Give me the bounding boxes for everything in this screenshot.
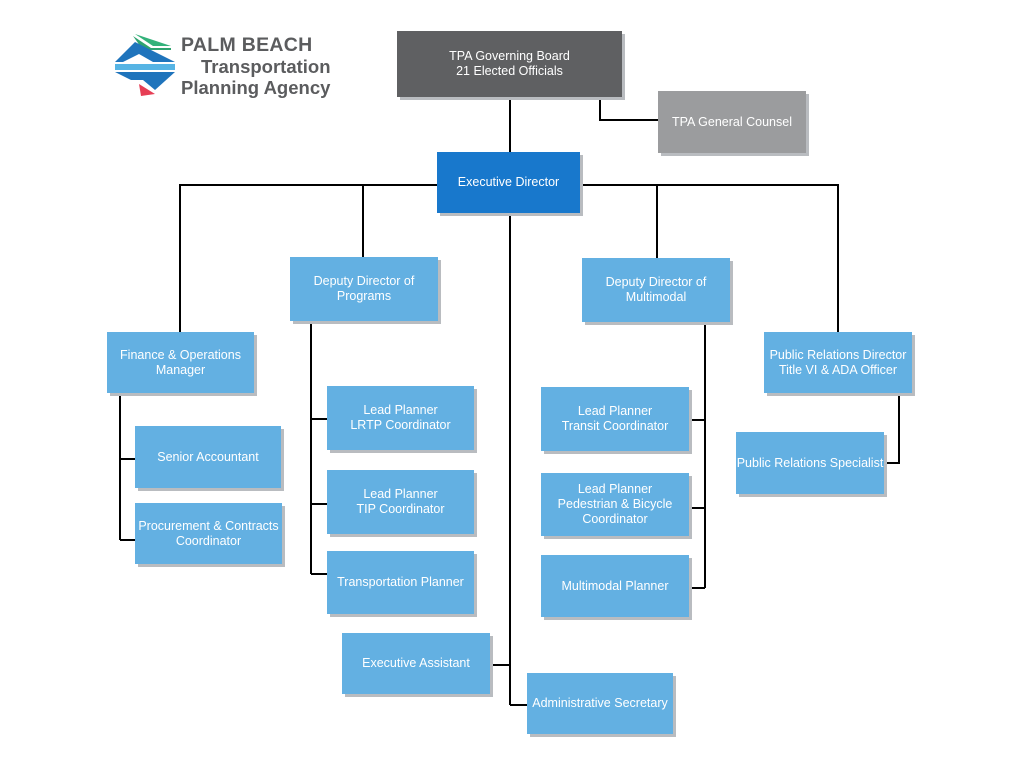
box-label-line: TIP Coordinator xyxy=(356,502,445,516)
box-label-line: Deputy Director of xyxy=(605,275,707,289)
box-label-line: Multimodal Planner xyxy=(561,578,669,593)
box-label-line: Administrative Secretary xyxy=(532,696,668,710)
logo-subtitle-1: Transportation xyxy=(201,56,331,77)
box-label-line: Programs xyxy=(336,289,392,303)
logo-subtitle-2: Planning Agency xyxy=(181,77,331,98)
administrative-secretary-box[interactable]: Administrative Secretary xyxy=(527,673,673,734)
box-label-line: Deputy Director of xyxy=(313,274,415,288)
deputy-director-programs-box[interactable]: Deputy Director of Programs xyxy=(290,257,438,321)
box-label-line: Coordinator xyxy=(582,512,648,526)
lead-planner-ped-bike-box[interactable]: Lead Planner Pedestrian & Bicycle Coordi… xyxy=(541,473,689,536)
senior-accountant-box[interactable]: Senior Accountant xyxy=(135,426,281,488)
box-label-line: Lead Planner xyxy=(363,487,438,501)
box-label-line: TPA General Counsel xyxy=(672,114,792,129)
deputy-director-multimodal-box[interactable]: Deputy Director of Multimodal xyxy=(582,258,730,322)
box-label-line: Finance & Operations xyxy=(120,347,241,362)
procurement-contracts-coordinator-box[interactable]: Procurement & Contracts Coordinator xyxy=(135,503,282,564)
tpa-general-counsel-box[interactable]: TPA General Counsel xyxy=(658,91,806,153)
box-label-line: Transportation Planner xyxy=(337,575,464,589)
box-label-line: Lead Planner xyxy=(363,403,438,417)
lead-planner-lrtp-box[interactable]: Lead Planner LRTP Coordinator xyxy=(327,386,474,450)
box-label-line: Transit Coordinator xyxy=(561,419,669,433)
finance-operations-manager-box[interactable]: Finance & Operations Manager xyxy=(107,332,254,393)
lead-planner-transit-box[interactable]: Lead Planner Transit Coordinator xyxy=(541,387,689,451)
box-label-line: Lead Planner xyxy=(577,404,653,418)
box-label-line: Lead Planner xyxy=(577,482,653,496)
box-label-line: Coordinator xyxy=(175,533,242,548)
tpa-governing-board-box[interactable]: TPA Governing Board 21 Elected Officials xyxy=(397,31,622,97)
box-label-line: Public Relations Specialist xyxy=(736,455,884,470)
box-label-line: Public Relations Director xyxy=(769,347,907,362)
multimodal-planner-box[interactable]: Multimodal Planner xyxy=(541,555,689,617)
box-label-line: Procurement & Contracts xyxy=(138,518,279,533)
box-label-line: 21 Elected Officials xyxy=(456,64,563,78)
box-label-line: Multimodal xyxy=(625,290,687,304)
box-label-line: Executive Director xyxy=(457,175,560,189)
tpa-logo-mark-icon xyxy=(115,34,175,96)
lead-planner-tip-box[interactable]: Lead Planner TIP Coordinator xyxy=(327,470,474,534)
transportation-planner-box[interactable]: Transportation Planner xyxy=(327,551,474,614)
box-label-line: Title VI & ADA Officer xyxy=(778,362,898,377)
public-relations-specialist-box[interactable]: Public Relations Specialist xyxy=(736,432,884,494)
box-label-line: Pedestrian & Bicycle xyxy=(557,497,673,511)
box-label-line: Executive Assistant xyxy=(362,656,470,670)
box-label-line: LRTP Coordinator xyxy=(350,418,451,432)
executive-assistant-box[interactable]: Executive Assistant xyxy=(342,633,490,694)
public-relations-director-box[interactable]: Public Relations Director Title VI & ADA… xyxy=(764,332,912,393)
logo-title: PALM BEACH xyxy=(181,34,313,56)
box-label-line: Senior Accountant xyxy=(157,449,259,464)
executive-director-box[interactable]: Executive Director xyxy=(437,152,580,213)
palm-beach-tpa-logo: PALM BEACH Transportation Planning Agenc… xyxy=(113,32,353,98)
box-label-line: Manager xyxy=(155,362,206,377)
box-label-line: TPA Governing Board xyxy=(449,49,570,63)
